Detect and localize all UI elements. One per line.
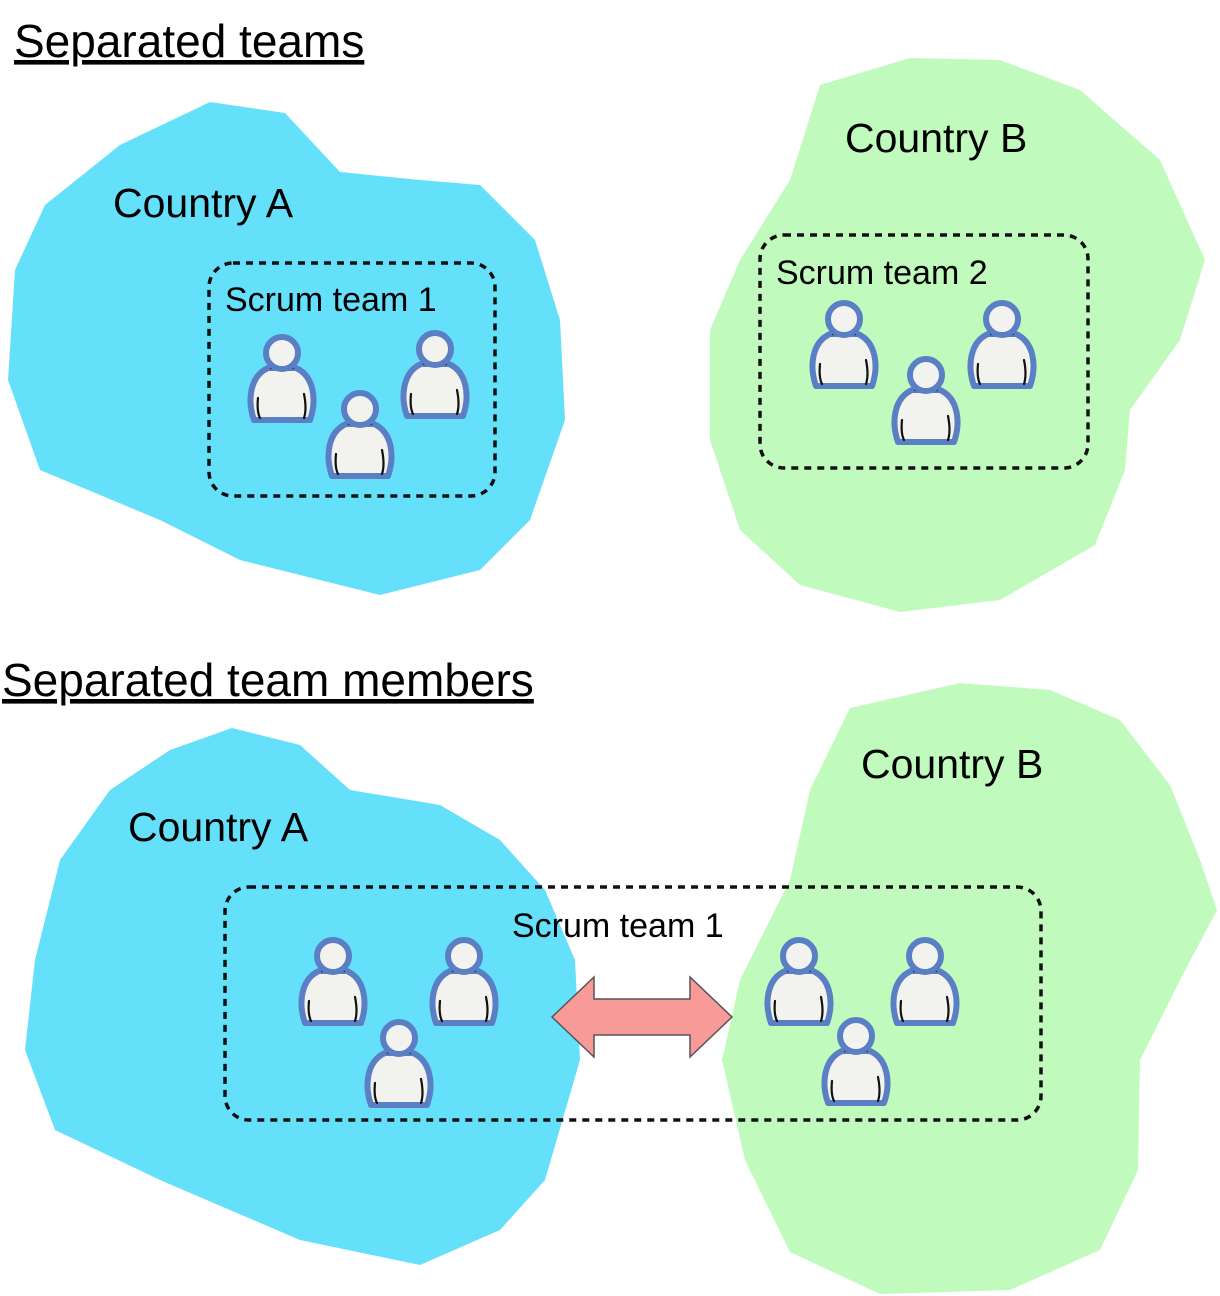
scrum-team-2-box [758, 233, 1090, 470]
country-b-region [710, 58, 1205, 612]
scrum-team-1-box [207, 261, 497, 498]
heading-separated-teams: Separated teams [14, 15, 364, 67]
heading-separated-team-members: Separated team members [2, 654, 534, 706]
country-b-label: Country B [845, 115, 1027, 161]
country-a-label: Country A [113, 180, 294, 226]
scrum-team-1-box [223, 885, 1043, 1122]
country-b-label: Country B [861, 741, 1043, 787]
scrum-team-2-label: Scrum team 2 [776, 254, 988, 292]
scrum-team-1-label: Scrum team 1 [225, 281, 437, 319]
double-arrow-icon [550, 975, 734, 1059]
country-a-label: Country A [128, 804, 309, 850]
country-b-region [722, 683, 1217, 1294]
scrum-team-1-label: Scrum team 1 [512, 907, 724, 945]
